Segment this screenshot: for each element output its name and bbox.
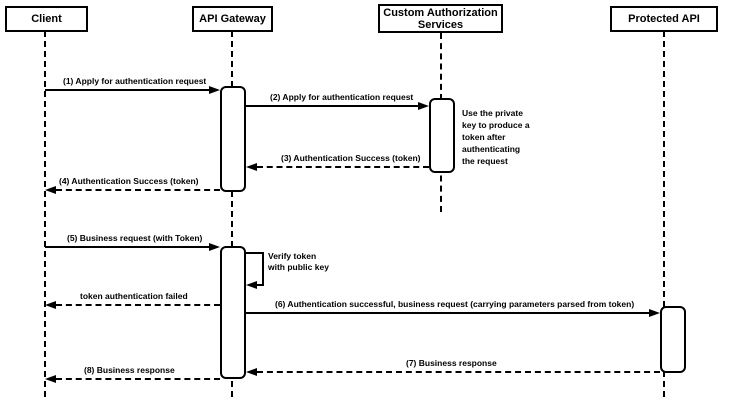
message-2-line [246, 105, 420, 107]
participant-protected-api: Protected API [610, 6, 718, 32]
message-1-line [45, 89, 211, 91]
message-failed-arrowhead [45, 301, 56, 309]
message-7-arrowhead [246, 368, 257, 376]
lifeline-api-gateway [231, 31, 233, 397]
message-failed-label: token authentication failed [80, 291, 188, 301]
message-6-arrowhead [649, 309, 660, 317]
message-8-line [56, 378, 220, 380]
note-private-key: Use the private key to produce a token a… [462, 108, 530, 166]
message-3-arrowhead [246, 163, 257, 171]
participant-client: Client [5, 6, 88, 32]
message-4-arrowhead [45, 186, 56, 194]
self-message-vertical-line [262, 252, 264, 286]
message-5-line [45, 246, 211, 248]
activation-custom-authorization-services [429, 98, 455, 173]
message-3-line [257, 166, 429, 168]
message-1-label: (1) Apply for authentication request [63, 76, 207, 86]
activation-api-gateway-2 [220, 246, 246, 379]
activation-api-gateway-1 [220, 86, 246, 192]
activation-protected-api [660, 306, 686, 373]
message-4-line [56, 189, 220, 191]
self-message-bottom-line [256, 284, 264, 286]
message-1-arrowhead [209, 86, 220, 94]
message-7-line [257, 371, 660, 373]
message-5-label: (5) Business request (with Token) [67, 233, 203, 243]
self-message-top-line [246, 252, 264, 254]
message-8-arrowhead [45, 375, 56, 383]
message-8-label: (8) Business response [84, 365, 175, 375]
message-3-label: (3) Authentication Success (token) [281, 153, 421, 163]
lifeline-client [44, 31, 46, 397]
self-message-label: Verify token with public key [268, 251, 329, 272]
message-7-label: (7) Business response [406, 358, 497, 368]
message-4-label: (4) Authentication Success (token) [59, 176, 199, 186]
message-6-label: (6) Authentication successful, business … [275, 299, 635, 309]
message-failed-line [56, 304, 220, 306]
participant-custom-authorization-services: Custom Authorization Services [378, 4, 503, 33]
message-2-label: (2) Apply for authentication request [270, 92, 414, 102]
message-6-line [246, 312, 651, 314]
self-message-arrowhead [246, 281, 257, 289]
message-2-arrowhead [418, 102, 429, 110]
lifeline-protected-api [663, 31, 665, 397]
participant-api-gateway: API Gateway [192, 6, 273, 32]
message-5-arrowhead [209, 243, 220, 251]
